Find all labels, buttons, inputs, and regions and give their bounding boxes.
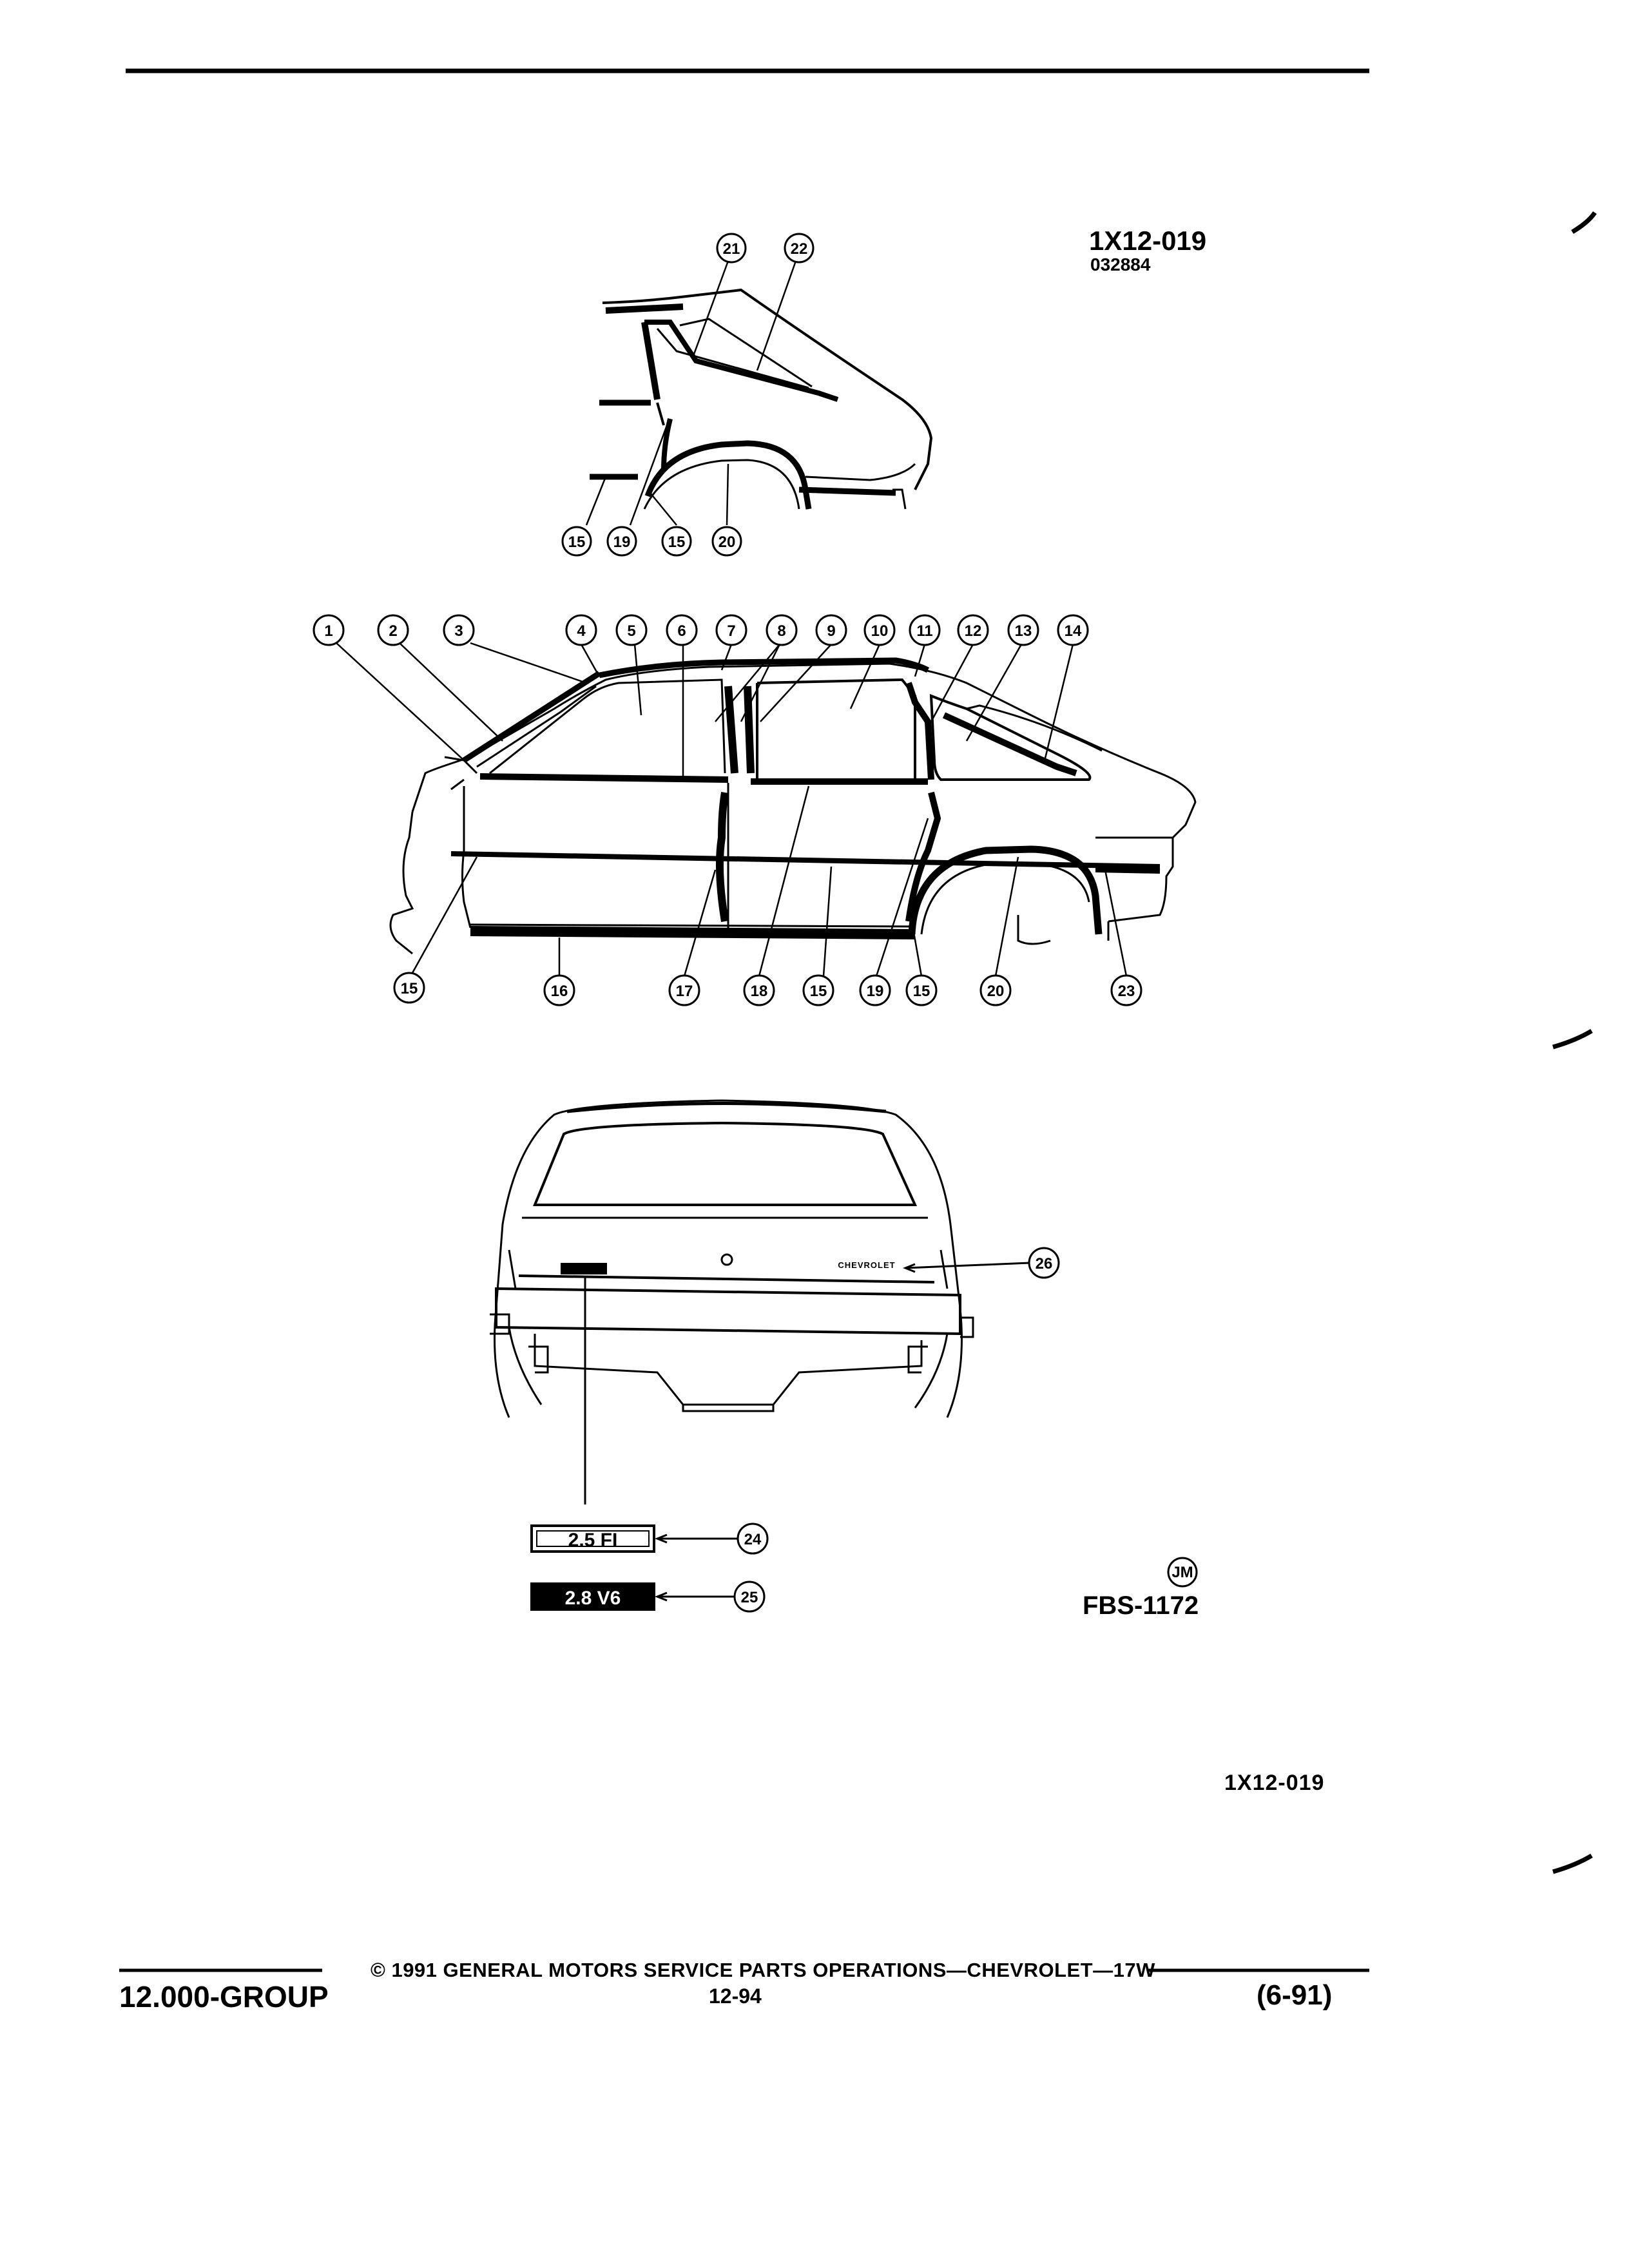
svg-text:20: 20 <box>987 983 1005 1000</box>
footer-revision: (6-91) <box>1257 1979 1333 2011</box>
svg-text:2.8 V6: 2.8 V6 <box>565 1588 621 1609</box>
svg-text:24: 24 <box>744 1531 762 1548</box>
svg-text:JM: JM <box>1171 1564 1193 1581</box>
binder-mark <box>1571 211 1597 235</box>
upper-detail-callouts: 21 22 15 19 15 20 <box>561 233 815 557</box>
svg-text:12: 12 <box>965 622 982 640</box>
callout-21: 21 <box>716 233 747 264</box>
rear-view-callouts: 26 24 25 <box>733 1247 1060 1613</box>
svg-text:20: 20 <box>718 533 736 551</box>
side-view-bottom-callouts: 15 16 17 18 15 19 15 20 23 <box>393 972 1142 1006</box>
callout-10: 10 <box>863 614 896 646</box>
callout-18: 18 <box>743 974 775 1006</box>
svg-text:19: 19 <box>613 533 631 551</box>
callout-1: 1 <box>313 614 345 646</box>
svg-text:5: 5 <box>627 622 635 640</box>
footer-copyright: © 1991 GENERAL MOTORS SERVICE PARTS OPER… <box>371 1959 1155 1981</box>
callout-26: 26 <box>1028 1247 1060 1279</box>
callout-17: 17 <box>668 974 700 1006</box>
binder-mark <box>1552 1028 1593 1050</box>
callout-25: 25 <box>733 1581 766 1613</box>
callout-9: 9 <box>815 614 847 646</box>
upper-detail-leaders <box>585 260 797 526</box>
callout-23: 23 <box>1110 974 1142 1006</box>
callout-15-side-b: 15 <box>802 974 834 1006</box>
callout-4: 4 <box>565 614 597 646</box>
upper-detail-illustration <box>590 288 933 510</box>
svg-text:2: 2 <box>389 622 397 640</box>
callout-5: 5 <box>615 614 648 646</box>
emblem-25: 2.8 V6 <box>530 1582 655 1611</box>
callout-19-upper: 19 <box>606 526 637 557</box>
rear-nameplate-text: CHEVROLET <box>838 1260 895 1270</box>
svg-text:22: 22 <box>791 240 808 258</box>
svg-text:11: 11 <box>916 622 932 640</box>
callout-15-upper-b: 15 <box>661 526 692 557</box>
figure-code: 1X12-019 <box>1089 226 1207 256</box>
footer-page-number: 12-94 <box>709 1984 762 2008</box>
callout-6: 6 <box>666 614 698 646</box>
svg-text:13: 13 <box>1015 622 1032 640</box>
svg-text:21: 21 <box>723 240 740 258</box>
svg-text:26: 26 <box>1036 1255 1053 1273</box>
svg-text:15: 15 <box>401 980 418 997</box>
side-view-illustration <box>389 657 1197 955</box>
page-code: 1X12-019 <box>1224 1771 1325 1795</box>
callout-20-upper: 20 <box>711 526 742 557</box>
callout-15-side-a: 15 <box>393 972 425 1004</box>
callout-15-side-c: 15 <box>905 974 938 1006</box>
svg-text:6: 6 <box>677 622 686 640</box>
side-view-top-callouts: 1 2 3 4 5 6 7 8 9 10 11 12 13 14 <box>313 614 1089 646</box>
callout-19-side: 19 <box>859 974 891 1006</box>
svg-text:3: 3 <box>454 622 463 640</box>
svg-text:25: 25 <box>741 1589 758 1606</box>
svg-text:16: 16 <box>551 983 568 1000</box>
callout-8: 8 <box>766 614 798 646</box>
callout-14: 14 <box>1057 614 1089 646</box>
rear-view-leaders <box>584 1262 1030 1602</box>
callout-16: 16 <box>543 974 575 1006</box>
binder-mark <box>1552 1853 1593 1874</box>
svg-text:19: 19 <box>867 983 884 1000</box>
rear-badge-location <box>561 1263 607 1274</box>
svg-text:9: 9 <box>827 622 835 640</box>
svg-text:4: 4 <box>577 622 586 640</box>
date-code: 032884 <box>1090 255 1151 274</box>
callout-13: 13 <box>1007 614 1039 646</box>
svg-text:15: 15 <box>568 533 586 551</box>
figure-reference: FBS-1172 <box>1083 1591 1199 1620</box>
callout-3: 3 <box>443 614 475 646</box>
callout-15-upper-a: 15 <box>561 526 592 557</box>
svg-text:15: 15 <box>810 983 827 1000</box>
svg-text:7: 7 <box>727 622 735 640</box>
rear-view-illustration <box>490 1099 974 1418</box>
callout-12: 12 <box>957 614 989 646</box>
callout-22: 22 <box>784 233 815 264</box>
svg-text:8: 8 <box>777 622 786 640</box>
illustrator-mark: JM <box>1167 1557 1198 1588</box>
callout-11: 11 <box>909 614 941 646</box>
side-view-leaders <box>336 642 1128 977</box>
svg-text:15: 15 <box>913 983 930 1000</box>
emblem-24: 2.5 FI <box>530 1524 655 1553</box>
svg-text:18: 18 <box>751 983 768 1000</box>
svg-text:2.5 FI: 2.5 FI <box>568 1530 618 1551</box>
callout-2: 2 <box>377 614 409 646</box>
svg-text:10: 10 <box>871 622 889 640</box>
callout-20-side: 20 <box>979 974 1012 1006</box>
callout-7: 7 <box>715 614 747 646</box>
svg-text:23: 23 <box>1118 983 1135 1000</box>
footer-group: 12.000-GROUP <box>119 1980 329 2013</box>
svg-text:17: 17 <box>676 983 693 1000</box>
svg-text:14: 14 <box>1065 622 1082 640</box>
svg-text:1: 1 <box>324 622 333 640</box>
callout-24: 24 <box>737 1523 769 1555</box>
svg-text:15: 15 <box>668 533 686 551</box>
